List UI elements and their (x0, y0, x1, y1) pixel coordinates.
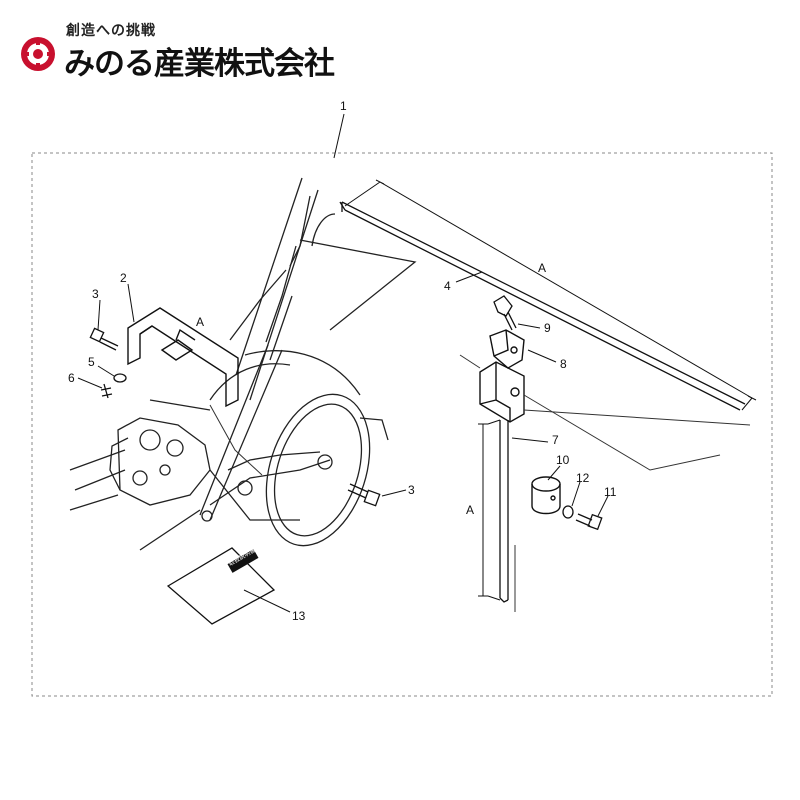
company-tagline: 創造への挑戦 (66, 23, 156, 39)
dimension-label-a-bracket: A (196, 315, 204, 329)
dimension-label-a-rod: A (538, 261, 546, 275)
callout-7: 7 (552, 433, 559, 447)
part-2-bracket (127, 307, 239, 408)
callout-4: 4 (444, 279, 451, 293)
callout-1: 1 (340, 99, 347, 113)
part-9-wing-bolt (493, 295, 517, 331)
callout-11: 11 (604, 485, 617, 499)
dimension-a-rod (344, 179, 757, 411)
part-5-washer (113, 373, 127, 383)
callout-5: 5 (88, 355, 95, 369)
callout-6: 6 (68, 371, 75, 385)
part-3-bolt-upper (89, 327, 119, 351)
part-12-washer (562, 505, 574, 519)
part-8-clamp (479, 329, 525, 423)
tiller-machine (69, 177, 417, 551)
part-10-collar (531, 476, 561, 515)
diagram-frame (31, 152, 773, 697)
part-4-rod (339, 201, 746, 411)
dimension-a-pole (478, 419, 501, 601)
company-name: みのる産業株式会社 (64, 46, 335, 82)
part-13-manual (166, 547, 276, 625)
company-header: 創造への挑戦 みのる産業株式会社 (18, 16, 378, 82)
callout-3-upper: 3 (92, 287, 99, 301)
perspective-lines (209, 354, 751, 612)
callout-13: 13 (292, 609, 306, 623)
callout-3-lower: 3 (408, 483, 415, 497)
company-logo-icon (21, 37, 55, 71)
callout-10: 10 (556, 453, 570, 467)
part-3-bolt-lower (347, 483, 381, 507)
callout-9: 9 (544, 321, 551, 335)
part-7-pole (499, 420, 509, 603)
callout-8: 8 (560, 357, 567, 371)
leader-lines (77, 113, 609, 613)
dimension-label-a-pole: A (466, 503, 474, 517)
callout-2: 2 (120, 271, 127, 285)
part-6-pin (100, 383, 113, 399)
callout-12: 12 (576, 471, 590, 485)
part-11-bolt (575, 513, 603, 531)
